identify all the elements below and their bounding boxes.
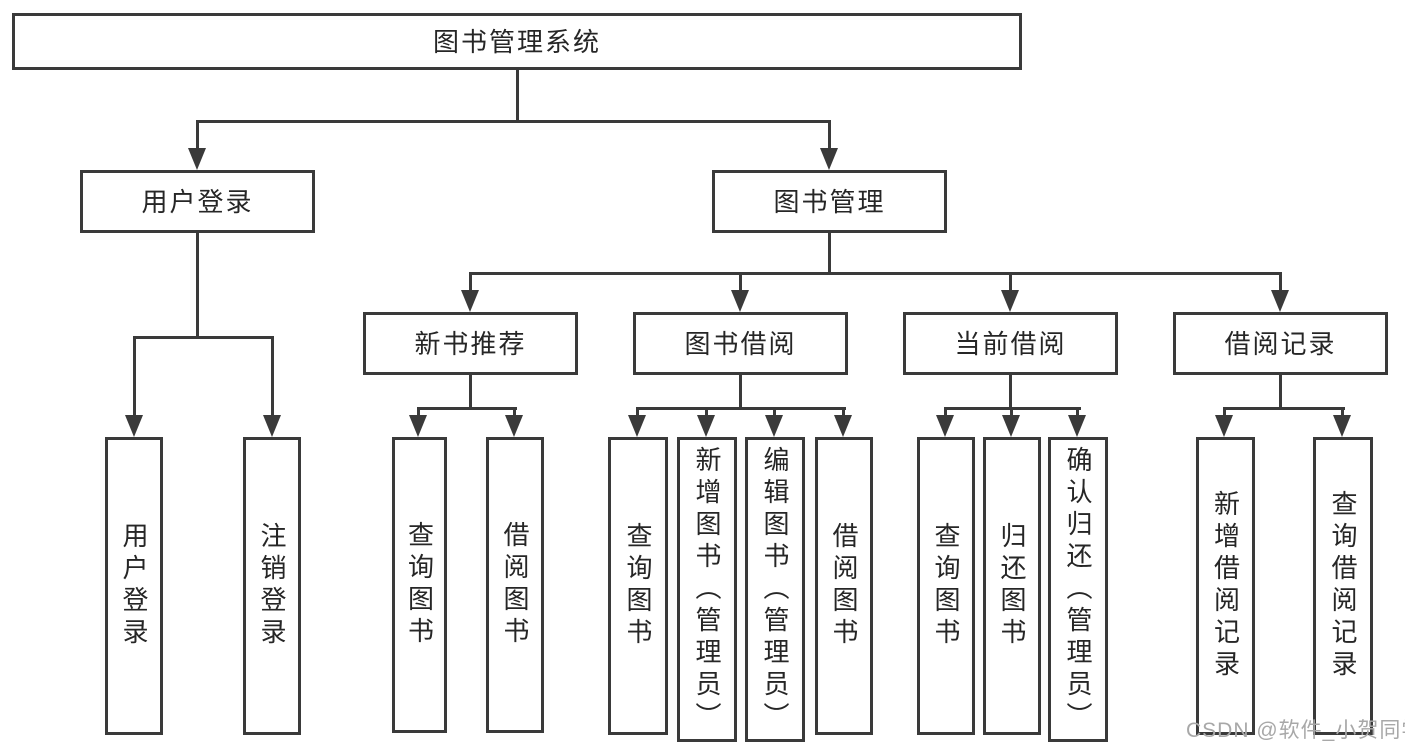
connector-line <box>842 407 845 417</box>
connector-line <box>773 407 776 417</box>
node-book-management: 图书管理 <box>712 170 947 233</box>
arrow-down-icon <box>1001 290 1019 312</box>
node-book-borrow: 图书借阅 <box>633 312 848 375</box>
connector-line <box>196 120 199 150</box>
connector-line <box>1009 375 1012 409</box>
connector-line <box>469 272 1282 275</box>
arrow-down-icon <box>263 415 281 437</box>
node-new-book-recommend: 新书推荐 <box>363 312 578 375</box>
arrow-down-icon <box>765 415 783 437</box>
arrow-down-icon <box>1333 415 1351 437</box>
leaf-edit-book-admin: 编辑图书（管理员） <box>745 437 805 742</box>
connector-line <box>636 407 639 417</box>
arrow-down-icon <box>409 415 427 437</box>
arrow-down-icon <box>697 415 715 437</box>
connector-line <box>828 120 831 150</box>
leaf-confirm-return-admin: 确认归还（管理员） <box>1048 437 1108 742</box>
connector-line <box>739 272 742 292</box>
connector-line <box>705 407 708 417</box>
arrow-down-icon <box>125 415 143 437</box>
leaf-query-borrow-record: 查询借阅记录 <box>1313 437 1373 735</box>
leaf-add-borrow-record: 新增借阅记录 <box>1196 437 1255 735</box>
arrow-down-icon <box>188 148 206 170</box>
connector-line <box>417 407 517 410</box>
connector-line <box>196 120 831 123</box>
connector-line <box>469 272 472 292</box>
connector-line <box>196 233 199 336</box>
arrow-down-icon <box>1002 415 1020 437</box>
node-user-login: 用户登录 <box>80 170 315 233</box>
arrow-down-icon <box>731 290 749 312</box>
connector-line <box>1009 272 1012 292</box>
connector-line <box>1010 407 1013 417</box>
leaf-add-book-admin: 新增图书（管理员） <box>677 437 737 742</box>
leaf-borrow-books: 借阅图书 <box>815 437 873 735</box>
leaf-return-book: 归还图书 <box>983 437 1041 735</box>
leaf-user-login: 用户登录 <box>105 437 163 735</box>
connector-line <box>469 375 472 409</box>
connector-line <box>828 233 831 275</box>
arrow-down-icon <box>505 415 523 437</box>
arrow-down-icon <box>461 290 479 312</box>
connector-line <box>133 336 136 416</box>
node-borrow-records: 借阅记录 <box>1173 312 1388 375</box>
connector-line <box>133 336 274 339</box>
node-current-borrow: 当前借阅 <box>903 312 1118 375</box>
connector-line <box>636 407 846 410</box>
connector-line <box>516 70 519 120</box>
leaf-query-books-borrow: 查询图书 <box>608 437 668 735</box>
connector-line <box>944 407 947 417</box>
arrow-down-icon <box>936 415 954 437</box>
leaf-logout: 注销登录 <box>243 437 301 735</box>
connector-line <box>1223 407 1226 417</box>
arrow-down-icon <box>834 415 852 437</box>
leaf-query-books-recommend: 查询图书 <box>392 437 447 733</box>
node-root: 图书管理系统 <box>12 13 1022 70</box>
arrow-down-icon <box>1215 415 1233 437</box>
connector-line <box>1279 272 1282 292</box>
connector-line <box>1279 375 1282 409</box>
leaf-query-books-current: 查询图书 <box>917 437 975 735</box>
connector-line <box>271 336 274 416</box>
connector-line <box>739 375 742 409</box>
connector-line <box>417 407 420 417</box>
connector-line <box>1341 407 1344 417</box>
leaf-borrow-books-recommend: 借阅图书 <box>486 437 544 733</box>
connector-line <box>1223 407 1345 410</box>
arrow-down-icon <box>1271 290 1289 312</box>
arrow-down-icon <box>1068 415 1086 437</box>
connector-line <box>1076 407 1079 417</box>
arrow-down-icon <box>628 415 646 437</box>
arrow-down-icon <box>820 148 838 170</box>
connector-line <box>513 407 516 417</box>
watermark: CSDN @软件_小贺同学 <box>1186 719 1405 742</box>
